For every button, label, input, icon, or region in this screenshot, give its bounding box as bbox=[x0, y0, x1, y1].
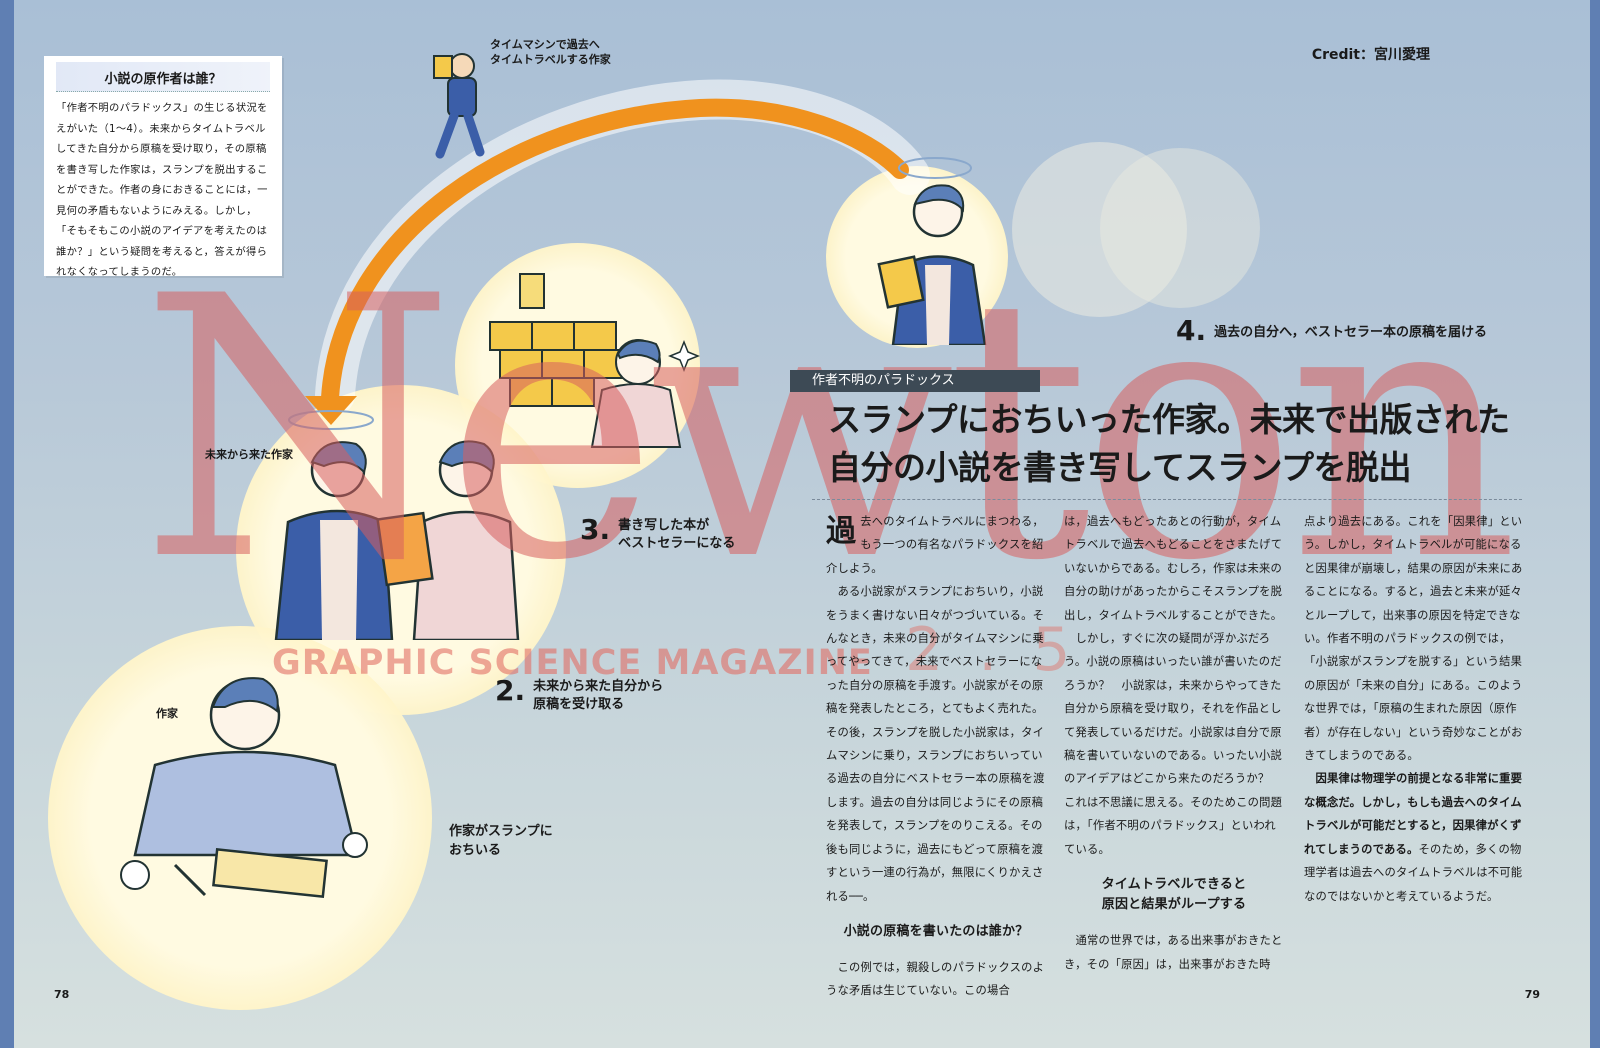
paragraph: しかし，すぐに次の疑問が浮かぶだろう。小説の原稿はいったい誰が書いたのだろうか？… bbox=[1064, 632, 1283, 856]
page-number-left: 78 bbox=[54, 988, 70, 1001]
section-subheading: 小説の原稿を書いたのは誰か？ bbox=[843, 923, 1029, 939]
paragraph: 通常の世界では，ある出来事がおきたとき，その「原因」は，出来事がおきた時 bbox=[1064, 934, 1283, 971]
step-number: 4. bbox=[1176, 314, 1207, 347]
paragraph: ある小説家がスランプにおちいり，小説をうまく書けない日々がつづいている。そんなと… bbox=[826, 585, 1045, 903]
label-time-machine: タイムマシンで過去へ タイムトラベルする作家 bbox=[490, 38, 611, 66]
step-2: 2. 未来から来た自分から 原稿を受け取る bbox=[495, 676, 663, 714]
label-slump: 作家がスランプに おちいる bbox=[449, 824, 553, 858]
paragraph: は，過去へもどったあとの行動が，タイムトラベルで過去へもどることをさまたげていな… bbox=[1064, 515, 1283, 622]
dropcap: 過 bbox=[826, 514, 857, 549]
step-text: 過去の自分へ，ベストセラー本の原稿を届ける bbox=[1214, 325, 1487, 340]
article-column-3: 点より過去にある。これを「因果律」という。しかし，タイムトラベルが可能になると因… bbox=[1304, 510, 1524, 908]
writer-future-icon bbox=[877, 184, 987, 345]
sidebar-body: 「作者不明のパラドックス」の生じる状況をえがいた（1〜4）。未来からタイムトラベ… bbox=[56, 102, 268, 278]
label-from-future: 未来から来た作家 bbox=[205, 448, 293, 461]
right-page-edge bbox=[1590, 0, 1600, 1048]
time-traveler-icon bbox=[433, 53, 485, 159]
step-3: 3. 書き写した本が ベストセラーになる bbox=[580, 515, 735, 553]
paragraph: 点より過去にある。これを「因果律」という。しかし，タイムトラベルが可能になると因… bbox=[1304, 515, 1523, 763]
sidebar-box: 小説の原作者は誰？ 「作者不明のパラドックス」の生じる状況をえがいた（1〜4）。… bbox=[44, 56, 282, 278]
article-column-2: は，過去へもどったあとの行動が，タイムトラベルで過去へもどることをさまたげていな… bbox=[1064, 510, 1284, 976]
emphasis-paragraph: 因果律は物理学の前提となる非常に重要な概念だ。しかし，もしも過去へのタイムトラベ… bbox=[1304, 772, 1523, 856]
step-text: 書き写した本が ベストセラーになる bbox=[618, 518, 736, 551]
brand-watermark-issue: 2 . 5 bbox=[905, 615, 1079, 685]
headline-line-2: 自分の小説を書き写してスランプを脱出 bbox=[828, 448, 1412, 487]
label-writer: 作家 bbox=[156, 707, 178, 720]
paragraph: そのため，多くの物理学者は過去へのタイムトラベルは不可能なのではないかと考えてい… bbox=[1304, 842, 1523, 903]
sidebar-title: 小説の原作者は誰？ bbox=[56, 62, 270, 92]
step-4: 4. 過去の自分へ，ベストセラー本の原稿を届ける bbox=[1176, 316, 1487, 346]
credit-line: Credit：宮川愛理 bbox=[1311, 47, 1430, 63]
step-text: 未来から来た自分から 原稿を受け取る bbox=[533, 679, 664, 712]
article-kicker: 作者不明のパラドックス bbox=[790, 370, 1040, 392]
bestseller-books-icon bbox=[489, 273, 700, 448]
halo-circle bbox=[1012, 142, 1187, 317]
paragraph: この例では，親殺しのパラドックスのような矛盾は生じていない。この場合 bbox=[826, 960, 1045, 998]
page-number-right: 79 bbox=[1524, 988, 1540, 1001]
step-number: 2. bbox=[495, 674, 526, 707]
brand-watermark-tagline: GRAPHIC SCIENCE MAGAZINE bbox=[272, 643, 873, 683]
handover-scene-icon bbox=[274, 440, 520, 640]
article-column-1: 過去へのタイムトラベルにまつわる，もう一つの有名なパラドックスを紹介しよう。 あ… bbox=[826, 510, 1046, 1003]
headline-divider bbox=[812, 499, 1522, 500]
paragraph: 去へのタイムトラベルにまつわる，もう一つの有名なパラドックスを紹介しよう。 bbox=[826, 515, 1044, 575]
section-subheading: タイムトラベルできると 原因と結果がループする bbox=[1101, 877, 1247, 913]
halo-circle bbox=[1100, 148, 1260, 308]
headline-line-1: スランプにおちいった作家。未来で出版された bbox=[828, 400, 1510, 439]
slumped-writer-icon bbox=[120, 677, 368, 899]
step-number: 3. bbox=[580, 513, 611, 546]
left-page-edge bbox=[0, 0, 14, 1048]
article-headline: スランプにおちいった作家。未来で出版された 自分の小説を書き写してスランプを脱出 bbox=[828, 396, 1528, 492]
